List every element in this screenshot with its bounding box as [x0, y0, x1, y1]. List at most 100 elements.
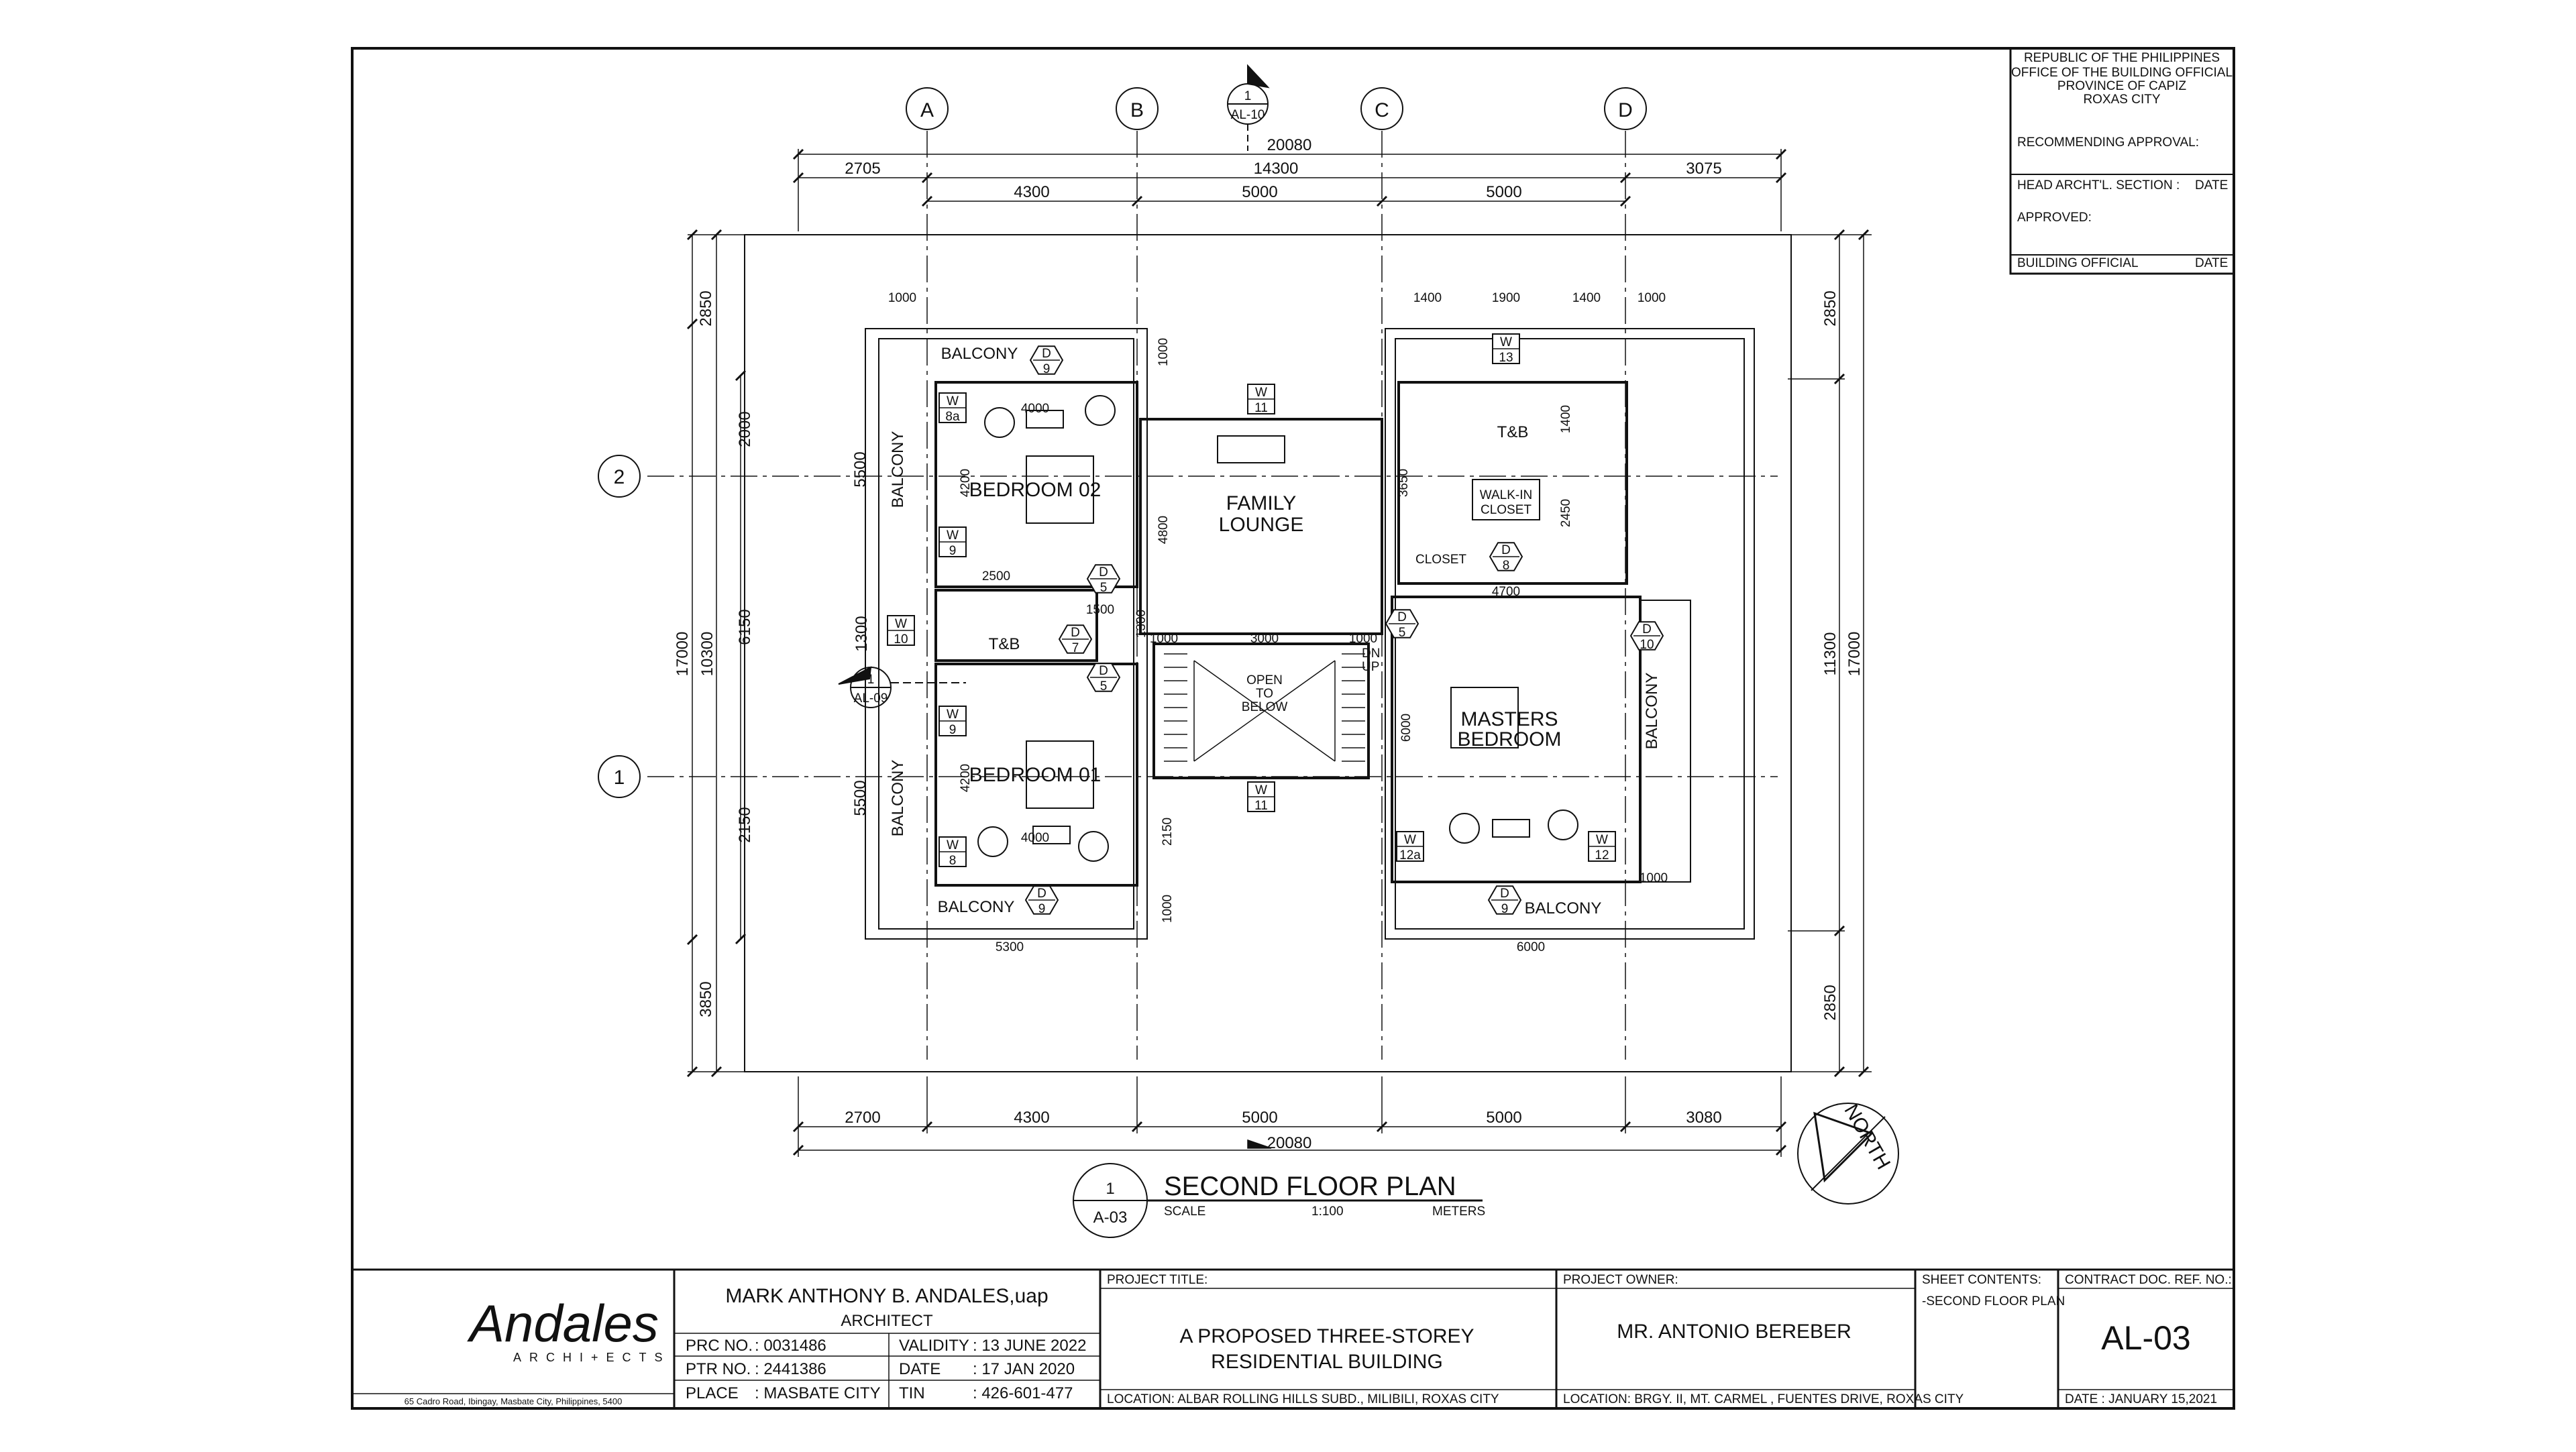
dimensions-right: 2850 17000 2850 11300 [1788, 229, 1872, 1078]
north-label: NORTH [1839, 1101, 1894, 1173]
dim-bot-1: 2700 [845, 1109, 880, 1127]
project-title-label: PROJECT TITLE: [1107, 1273, 1208, 1287]
dim-stair-2: 3000 [1250, 632, 1279, 646]
project-title-2: RESIDENTIAL BUILDING [1211, 1351, 1443, 1373]
door-tag-d9c: D9 [1487, 885, 1522, 916]
plan-num: 1 [1106, 1180, 1114, 1198]
dim-bot-overall: 20080 [1267, 1134, 1312, 1152]
section-top-ref: AL-10 [1231, 108, 1265, 122]
dim-bot-2: 4300 [1014, 1109, 1049, 1127]
sheet-number: AL-03 [2101, 1319, 2190, 1357]
lot-boundary [744, 234, 1792, 1072]
grid-label-d: D [1618, 99, 1633, 121]
window-tag-w9b: W9 [938, 706, 967, 737]
door-tag-d7: D7 [1058, 624, 1093, 655]
door-tag-d8: D8 [1489, 542, 1523, 573]
tag-d8-num: 8 [1503, 559, 1510, 573]
tag-w11a-type: W [1255, 386, 1267, 400]
bedroom-01-label: BEDROOM 01 [969, 764, 1102, 786]
approval-line-2: OFFICE OF THE BUILDING OFFICIAL [2011, 66, 2233, 80]
tag-w12-type: W [1596, 833, 1608, 847]
place-value: : MASBATE CITY [755, 1384, 881, 1402]
building-official-label: BUILDING OFFICIAL [2017, 256, 2139, 270]
window-tag-w13: W13 [1492, 333, 1520, 365]
tag-d7-num: 7 [1072, 641, 1079, 655]
tag-w10-num: 10 [894, 632, 908, 647]
dim-tb2-2: 1900 [1492, 291, 1520, 305]
family-label: FAMILY [1226, 492, 1296, 514]
ptr-label: PTR NO. [686, 1360, 751, 1378]
firm-address: 65 Cadro Road, Ibingay, Masbate City, Ph… [405, 1396, 623, 1406]
dim-closet-v: 3650 [1397, 469, 1411, 497]
window-tag-w10: W10 [887, 615, 915, 647]
sheet-border [351, 47, 2235, 1410]
tag-d10-type: D [1642, 622, 1652, 636]
dim-tb2-h: 1400 [1559, 405, 1573, 433]
dim-top-grid-1: 4300 [1014, 183, 1049, 201]
tag-d10-num: 10 [1640, 638, 1654, 652]
contract-label: CONTRACT DOC. REF. NO.: [2065, 1273, 2232, 1287]
door-tag-d10: D 10 [1629, 621, 1664, 652]
balcony-left-lower-label: BALCONY [889, 760, 907, 837]
bedroom-02-label: BEDROOM 02 [969, 479, 1102, 501]
balcony-bottom-right-label: BALCONY [1525, 899, 1602, 917]
section-left-num: 1 [867, 673, 875, 687]
dim-bot-5: 3080 [1686, 1109, 1721, 1127]
dim-lounge-low2: 1000 [1161, 895, 1175, 923]
approval-line-1: REPUBLIC OF THE PHILIPPINES [2024, 51, 2220, 65]
dim-left-mid-2: 1300 [853, 616, 871, 651]
grid-label-c: C [1375, 99, 1389, 121]
stair-treads [1164, 653, 1365, 762]
dim-right-outer-3: 2850 [1821, 985, 1839, 1020]
scale-label: SCALE [1164, 1205, 1205, 1219]
dim-left-inner-2: 6150 [736, 609, 754, 645]
tag-d5a-type: D [1099, 565, 1108, 579]
dimensions-left: 2850 17000 3850 10300 1300 5500 5500 200… [674, 229, 871, 1078]
window-tag-w12: W12 [1588, 831, 1616, 862]
internal-dims: 1000 1000 4000 4200 2500 1500 4000 4200 … [888, 291, 1668, 954]
tb-right-label: T&B [1497, 423, 1529, 441]
dim-stair-3: 1000 [1349, 632, 1377, 646]
project-title-1: A PROPOSED THREE-STOREY [1180, 1325, 1474, 1347]
dim-left-outer-1: 2850 [697, 290, 715, 326]
dn-label: DN [1362, 647, 1380, 661]
tag-w8a-num: 8a [945, 410, 960, 424]
closet-small-label: CLOSET [1415, 553, 1466, 567]
masters-bedroom-label: BEDROOM [1457, 728, 1561, 750]
dim-stair-1: 1000 [1150, 632, 1178, 646]
approval-line-4: ROXAS CITY [2083, 93, 2160, 107]
validity-value: : 13 JUNE 2022 [973, 1337, 1086, 1355]
head-section-label: HEAD ARCHT'L. SECTION : [2017, 178, 2180, 192]
dim-top-row-3: 3075 [1686, 160, 1721, 178]
masters-label: MASTERS [1460, 708, 1558, 730]
plan-ref: A-03 [1093, 1209, 1128, 1227]
dim-master-side: 1000 [1640, 871, 1668, 885]
dim-left-outer-3: 3850 [697, 981, 715, 1017]
dim-lounge-side: 1300 [1134, 610, 1148, 638]
dim-right-outer-1: 2850 [1821, 290, 1839, 326]
tag-w8-num: 8 [949, 854, 957, 868]
section-left-ref: AL-09 [854, 691, 888, 706]
room-labels: BALCONY BALCONY BALCONY BALCONY BALCONY … [889, 345, 1661, 917]
dim-left-inner-1: 2000 [736, 411, 754, 447]
section-mark-left: 1 AL-09 [838, 666, 966, 708]
below-label: BELOW [1242, 700, 1288, 714]
dim-left-inner-3: 2150 [736, 807, 754, 842]
tag-w9a-type: W [947, 528, 959, 543]
window-tag-w8a: W8a [938, 392, 967, 424]
closet-label: CLOSET [1481, 503, 1532, 517]
dim-tb2-3: 1400 [1572, 291, 1601, 305]
walkin-closet-box [1472, 479, 1540, 520]
grid-label-b: B [1130, 99, 1144, 121]
bedroom1-bed [1026, 740, 1094, 809]
date-value: : 17 JAN 2020 [973, 1360, 1075, 1378]
tag-w11b-type: W [1255, 783, 1267, 797]
lounge-label: LOUNGE [1219, 514, 1304, 536]
sheet-date: DATE : JANUARY 15,2021 [2065, 1392, 2217, 1406]
dim-left-bottom-w: 5300 [996, 940, 1024, 954]
grid-label-a: A [920, 99, 934, 121]
dim-top-overall: 20080 [1267, 136, 1312, 154]
door-tag-d5b: D5 [1086, 663, 1121, 693]
dim-tb-w2: 1500 [1086, 603, 1114, 617]
